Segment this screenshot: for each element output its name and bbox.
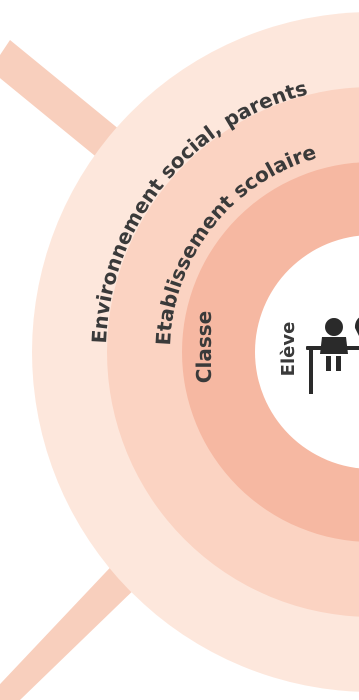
ring-eleve [255,235,359,469]
label-eleve: Elève [278,322,299,377]
label-classe: Classe [192,311,216,383]
student-at-desk-icon [306,317,359,394]
